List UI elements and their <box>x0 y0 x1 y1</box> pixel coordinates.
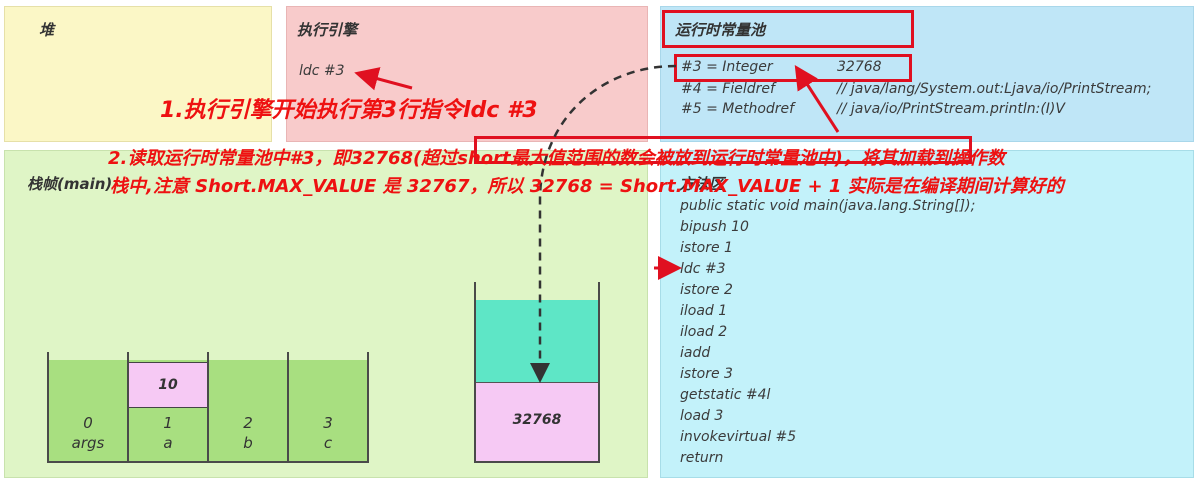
operand-stack-wall <box>598 282 600 463</box>
bytecode-line: load 3 <box>680 408 724 424</box>
bytecode-line: istore 1 <box>680 240 733 256</box>
local-var-name: b <box>243 434 253 452</box>
heap-panel: 堆 <box>4 6 272 142</box>
operand-stack-value-slot <box>476 382 598 462</box>
annotation-step1: 1.执行引擎开始执行第3行指令ldc #3 <box>160 98 538 123</box>
pool-entry-4-value: // java/lang/System.out:Ljava/io/PrintSt… <box>837 81 1152 97</box>
bytecode-line: return <box>680 450 724 466</box>
pool-title-highlight <box>662 10 914 48</box>
local-var-name: args <box>71 434 105 452</box>
stack-frame-title: 栈帧(main) <box>27 175 113 193</box>
dashed-load-arrow <box>530 64 677 383</box>
bytecode-line: public static void main(java.lang.String… <box>680 198 976 214</box>
pool-entry-4-ref: #4 = Fieldref <box>681 81 775 97</box>
local-var-name: a <box>163 434 173 452</box>
pool-entry-5-value: // java/io/PrintStream.println:(I)V <box>837 101 1065 117</box>
heap-title: 堆 <box>39 21 55 39</box>
bytecode-line: iadd <box>680 345 711 361</box>
lvt-divider <box>367 352 369 463</box>
pool-title: 运行时常量池 <box>675 21 766 39</box>
lvt-divider <box>207 352 209 463</box>
arrow-to-instruction <box>354 67 413 91</box>
engine-title: 执行引擎 <box>297 21 358 39</box>
local-var-index: 0 <box>83 414 93 432</box>
method-area-panel: 方法区 <box>660 150 1194 478</box>
lvt-divider <box>47 352 49 463</box>
annotation-highlight <box>474 136 972 164</box>
lvt-divider <box>127 352 129 463</box>
local-var-index: 1 <box>163 414 173 432</box>
local-var-index: 2 <box>243 414 253 432</box>
bytecode-line: bipush 10 <box>680 219 749 235</box>
pool-entry-highlight <box>674 54 912 82</box>
local-var-slot-3 <box>288 360 368 462</box>
local-var-name: c <box>323 434 333 452</box>
execution-engine-panel: 执行引擎 ldc #3 <box>286 6 648 142</box>
bytecode-line: getstatic #4l <box>680 387 771 403</box>
annotation-step2-line1: 2.读取运行时常量池中#3，即32768(超过short最大值范围的数会被放到运… <box>108 148 1005 169</box>
engine-instruction: ldc #3 <box>299 63 345 79</box>
lvt-baseline <box>47 461 369 463</box>
operand-stack-value: 32768 <box>512 412 562 428</box>
local-var-slot-0 <box>48 360 128 462</box>
bytecode-line: istore 2 <box>680 282 733 298</box>
bytecode-line: invokevirtual #5 <box>680 429 797 445</box>
bytecode-line: ldc #3 <box>680 261 726 277</box>
operand-stack-wall <box>474 282 476 463</box>
arrow-to-constant <box>794 64 840 133</box>
method-area-title: 方法区 <box>679 175 725 193</box>
local-var-index: 3 <box>323 414 333 432</box>
bytecode-line: iload 1 <box>680 303 728 319</box>
bytecode-line: istore 3 <box>680 366 733 382</box>
pool-entry-3-value: 32768 <box>837 59 882 75</box>
local-var-slot-2 <box>208 360 288 462</box>
local-var-a-value: 10 <box>128 362 208 408</box>
lvt-divider <box>287 352 289 463</box>
bytecode-line: iload 2 <box>680 324 728 340</box>
pool-entry-5-ref: #5 = Methodref <box>681 101 795 117</box>
annotation-step2-line2: 栈中,注意 Short.MAX_VALUE 是 32767，所以 32768 =… <box>110 176 1064 197</box>
pool-entry-3-ref: #3 = Integer <box>681 59 773 75</box>
runtime-constant-pool-panel: 运行时常量池 #3 = Integer 32768 #4 = Fieldref … <box>660 6 1194 142</box>
operand-stack-base <box>474 461 600 463</box>
